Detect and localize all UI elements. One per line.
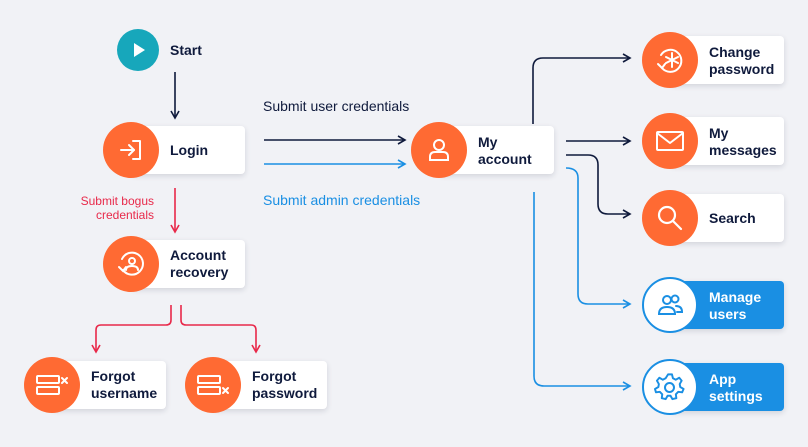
account-recovery-icon	[103, 236, 159, 292]
node-account-recovery-label: Account recovery	[170, 247, 229, 280]
edge-label-admin-credentials: Submit admin credentials	[263, 192, 421, 208]
node-manage-users-label: Manage users	[709, 289, 762, 322]
username-field-icon	[24, 357, 80, 413]
node-forgot-password-label: Forgot password	[252, 368, 318, 401]
edge-change-password	[532, 53, 632, 124]
edge-search	[566, 154, 632, 219]
edge-forgot-username	[91, 305, 172, 354]
node-my-messages-label: My messages	[709, 125, 777, 158]
node-forgot-username-label: Forgot username	[91, 368, 158, 401]
node-my-account[interactable]: My account	[411, 122, 554, 178]
node-app-settings[interactable]: App settings	[642, 359, 784, 415]
gear-icon	[642, 359, 698, 415]
node-forgot-username[interactable]: Forgot username	[24, 357, 166, 413]
edge-manage-users	[565, 167, 632, 309]
users-icon	[642, 277, 698, 333]
user-icon	[411, 122, 467, 178]
envelope-icon	[642, 113, 698, 169]
node-search-label: Search	[709, 210, 756, 226]
edge-forgot-password	[180, 305, 261, 354]
password-field-icon	[185, 357, 241, 413]
change-password-icon	[642, 32, 698, 88]
node-start[interactable]: Start	[117, 29, 237, 71]
node-search[interactable]: Search	[642, 190, 784, 246]
edge-label-bogus-credentials: Submit bogus credentials	[80, 194, 154, 222]
edge-app-settings	[533, 192, 632, 391]
login-icon	[103, 122, 159, 178]
edge-label-user-credentials: Submit user credentials	[263, 98, 410, 114]
node-login[interactable]: Login	[103, 122, 245, 178]
node-my-account-label: My account	[478, 134, 532, 167]
play-icon	[117, 29, 159, 71]
node-change-password-label: Change password	[709, 44, 775, 77]
node-start-label: Start	[170, 42, 202, 58]
node-forgot-password[interactable]: Forgot password	[185, 357, 327, 413]
node-change-password[interactable]: Change password	[642, 32, 784, 88]
node-login-label: Login	[170, 142, 209, 158]
node-app-settings-label: App settings	[709, 371, 763, 404]
node-my-messages[interactable]: My messages	[642, 113, 784, 169]
search-icon	[642, 190, 698, 246]
node-manage-users[interactable]: Manage users	[642, 277, 784, 333]
node-account-recovery[interactable]: Account recovery	[103, 236, 245, 292]
